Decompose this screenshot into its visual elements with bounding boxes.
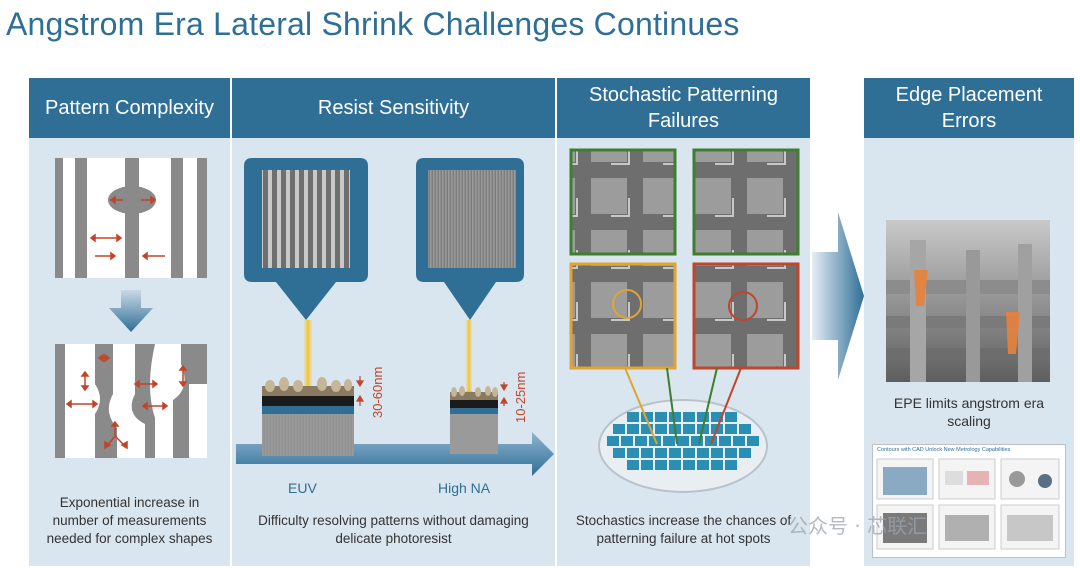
metrology-thumbnail: Contours with CAD Unlock New Metrology C… xyxy=(872,444,1066,558)
caption-line-2: delicate photoresist xyxy=(335,531,452,546)
stochastic-illustration xyxy=(569,148,800,493)
complex-pattern-image xyxy=(55,344,207,458)
panel-header: Edge Placement Errors xyxy=(864,78,1074,138)
caption-line-1: Exponential increase in xyxy=(59,495,200,510)
header-line-1: Edge Placement xyxy=(895,84,1043,106)
thumbnail-content xyxy=(876,458,1060,550)
dim-label-high-na: 10-25nm xyxy=(513,371,528,423)
panel-header: Stochastic Patterning Failures xyxy=(557,78,810,138)
caption-line-1: EPE limits angstrom era xyxy=(893,395,1045,411)
watermark: 公众号 · 芯联汇 xyxy=(788,514,928,538)
panel-pattern-complexity: Pattern Complexity xyxy=(29,78,230,566)
dim-label-euv: 30-60nm xyxy=(370,366,385,418)
caption-line-1: Difficulty resolving patterns without da… xyxy=(258,513,529,528)
epe-3d-structure-image xyxy=(886,220,1050,382)
panel-edge-placement-errors: Edge Placement Errors EPE limits angstro… xyxy=(864,78,1074,566)
label-high-na: High NA xyxy=(438,480,491,496)
panel-header: Resist Sensitivity xyxy=(232,78,555,138)
caption-line-1: Stochastics increase the chances of xyxy=(575,513,792,528)
caption-line-2: number of measurements xyxy=(52,513,207,528)
panel-header: Pattern Complexity xyxy=(29,78,230,138)
down-arrow-icon xyxy=(109,290,153,332)
thumbnail-title: Contours with CAD Unlock New Metrology C… xyxy=(877,447,1011,453)
header-line-2: Errors xyxy=(941,110,997,132)
page-title: Angstrom Era Lateral Shrink Challenges C… xyxy=(6,6,740,42)
panel-resist-sensitivity: Resist Sensitivity xyxy=(232,78,555,566)
caption-line-3: needed for complex shapes xyxy=(46,531,213,546)
header-line-2: Failures xyxy=(647,110,720,132)
caption-line-2: scaling xyxy=(947,413,991,429)
simple-pattern-image xyxy=(55,158,207,278)
label-euv: EUV xyxy=(288,480,317,496)
header-line-1: Stochastic Patterning xyxy=(589,84,778,106)
right-arrow-icon xyxy=(812,212,864,380)
caption-line-2: patterning failure at hot spots xyxy=(596,531,771,546)
resist-sensitivity-illustration xyxy=(236,158,554,476)
panel-stochastic-failures: Stochastic Patterning Failures xyxy=(557,78,810,566)
